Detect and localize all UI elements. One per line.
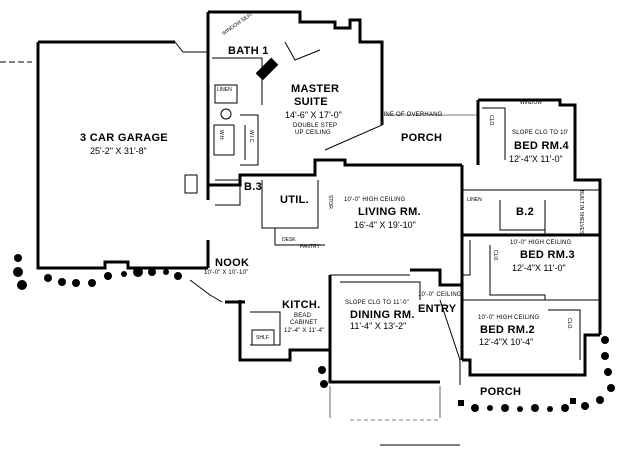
master-name-line2: SUITE: [294, 96, 328, 108]
master-walls: [206, 10, 478, 166]
porch-rear-name: PORCH: [401, 132, 443, 144]
b3-name: B.3: [244, 181, 263, 193]
porch-front-name: PORCH: [480, 386, 522, 398]
built-in-label: BUILT IN SHELVES: [578, 190, 584, 235]
master-name-line1: MASTER: [291, 83, 340, 95]
window-label: WINDOW: [520, 100, 542, 106]
linen-b2-label: LINEN: [467, 197, 482, 203]
bed2-ceiling: 10'-0" HIGH CEILING: [478, 315, 540, 321]
b2-name: B.2: [516, 206, 535, 218]
garage-name: 3 CAR GARAGE: [80, 132, 168, 144]
core-walls: [189, 158, 471, 385]
wh-label: W.H.: [218, 130, 224, 141]
overhang-note: LINE OF OVERHANG: [380, 112, 443, 118]
porch-decor: [184, 174, 576, 446]
bed4-size: 12'-4"X 11'-0": [509, 154, 563, 164]
bed3-size: 12'-4"X 11'-0": [512, 263, 566, 273]
bed2-name: BED RM.2: [480, 324, 535, 336]
dining-size: 11'-4" X 13'-2": [350, 321, 407, 331]
bath1-name: BATH 1: [228, 45, 269, 57]
kitchen-name: KITCH.: [282, 299, 321, 311]
bed2-size: 12'-4"X 10'-4": [479, 337, 534, 347]
closet-bed2-label: CLO.: [566, 318, 572, 330]
bed3-name: BED RM.3: [520, 249, 575, 261]
closet-bed3-label: CLO.: [492, 250, 498, 262]
shelf-label: SHLF.: [256, 335, 270, 341]
living-name: LIVING RM.: [358, 206, 421, 218]
master-ceiling-line1: DOUBLE STEP: [293, 123, 338, 129]
util-name: UTIL.: [280, 194, 309, 206]
bed4-ceiling: SLOPE CLG TO 10': [512, 130, 569, 136]
closet-bed4-label: CLO.: [488, 115, 494, 127]
entry-name: ENTRY: [418, 303, 457, 315]
dining-ceiling: SLOPE CLG TO 11'-0": [345, 300, 410, 306]
pantry-label: PANTRY: [300, 244, 320, 250]
kitchen-note-line2: CABINET: [290, 320, 318, 326]
garage-size: 25'-2" X 31'-8": [90, 146, 147, 156]
nook-size: 10'-0" X 10'-10": [204, 270, 249, 276]
master-size: 14'-6" X 17'-0": [285, 110, 342, 120]
storage-label: STOR.: [327, 195, 333, 211]
dining-name: DINING RM.: [350, 309, 415, 321]
desk-label: DESK: [282, 237, 296, 243]
living-size: 16'-4" X 19'-10": [354, 220, 416, 230]
wic-label: W.I.C.: [248, 130, 254, 144]
bedroom-walls: [462, 98, 602, 377]
entry-ceiling: 10'-0" CEILING: [418, 292, 462, 298]
kitchen-size: 12'-4" X 11'-4": [284, 328, 325, 334]
living-ceiling: 10'-0" HIGH CEILING: [344, 197, 406, 203]
linen-label: LINEN: [217, 87, 232, 93]
garage-walls: [0, 40, 210, 270]
shrubs: [13, 254, 615, 412]
master-ceiling-line2: UP CEILING: [295, 130, 331, 136]
bed3-ceiling: 10'-0" HIGH CEILING: [510, 240, 572, 246]
kitchen-note-line1: BEAD: [294, 313, 312, 319]
nook-name: NOOK: [215, 257, 250, 269]
bed4-name: BED RM.4: [514, 140, 569, 152]
